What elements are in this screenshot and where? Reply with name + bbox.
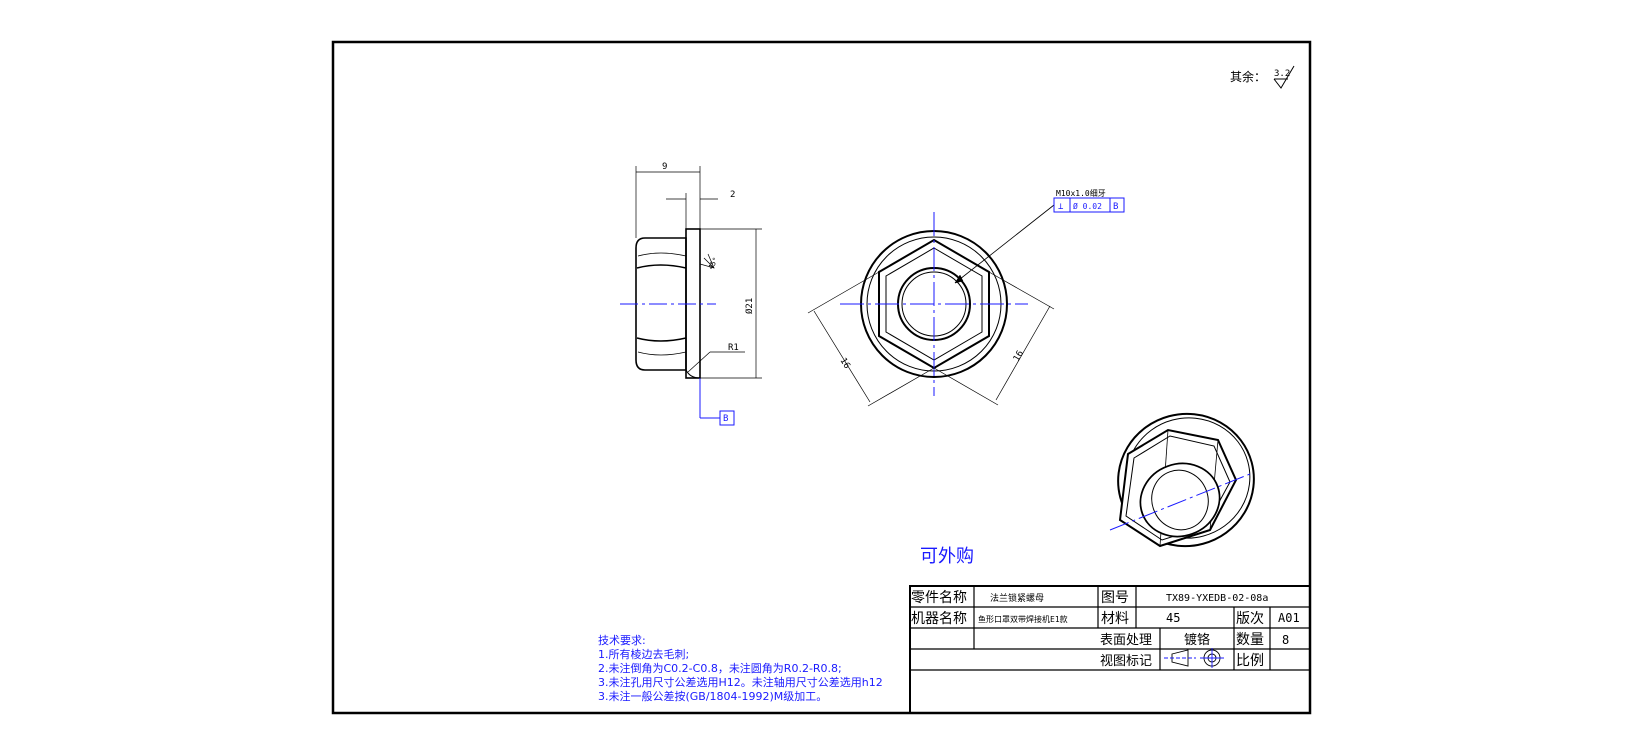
tech-req-title: 技术要求:	[598, 634, 646, 647]
isometric-view	[1109, 412, 1255, 548]
revision-value: A01	[1278, 611, 1300, 625]
material-value: 45	[1166, 611, 1180, 625]
dim-fillet-radius: R1	[728, 343, 739, 353]
roughness-value: 3.2	[1274, 69, 1290, 79]
thread-callout: M10x1.0细牙 ⊥ Ø 0.02 B	[1053, 188, 1125, 213]
tech-req-item: 3.未注孔用尺寸公差选用H12。未注轴用尺寸公差选用h12	[598, 675, 883, 689]
dim-chamfer-angle: 45°	[707, 256, 720, 271]
datum-label-side: B	[723, 414, 728, 424]
side-view	[620, 228, 735, 426]
dim-width-total: 9	[662, 162, 667, 172]
dim-flange-thickness: 2	[730, 190, 735, 200]
projection-symbol-icon	[1164, 648, 1224, 668]
drawing-no-value: TX89-YXEDB-02-08a	[1166, 593, 1268, 604]
machine-name-label: 机器名称	[911, 611, 967, 627]
scale-label: 比例	[1236, 653, 1264, 669]
tech-req-item: 1.所有棱边去毛刺;	[598, 647, 689, 661]
perpendicularity-symbol-icon: ⊥	[1058, 202, 1064, 212]
material-label: 材料	[1101, 611, 1129, 627]
thread-spec: M10x1.0细牙	[1056, 188, 1106, 198]
purchase-note: 可外购	[920, 546, 974, 567]
part-name-value: 法兰锁紧螺母	[990, 592, 1044, 604]
side-view-dimensions	[635, 166, 762, 379]
part-name-label: 零件名称	[911, 590, 967, 606]
view-mark-label: 视图标记	[1100, 654, 1152, 669]
surface-roughness-note: 其余： 3.2	[1230, 65, 1295, 89]
roughness-label: 其余：	[1230, 69, 1266, 84]
quantity-value: 8	[1282, 633, 1289, 647]
roughness-symbol-icon	[1273, 65, 1295, 89]
tech-req-item: 3.未注一般公差按(GB/1804-1992)M级加工。	[598, 689, 827, 703]
dim-across-flats-left: 16	[837, 356, 851, 370]
tech-req-item: 2.未注倒角为C0.2-C0.8，未注圆角为R0.2-R0.8;	[598, 661, 842, 675]
drawing-border	[331, 40, 1312, 715]
tolerance-value: Ø 0.02	[1073, 201, 1102, 211]
dim-flange-diameter: Ø21	[744, 298, 755, 314]
technical-requirements: 技术要求: 1.所有棱边去毛刺; 2.未注倒角为C0.2-C0.8，未注圆角为R…	[598, 634, 883, 703]
drawing-no-label: 图号	[1101, 590, 1129, 606]
surface-treatment-value: 镀铬	[1184, 632, 1210, 648]
revision-label: 版次	[1236, 611, 1264, 627]
dim-across-flats-right: 16	[1012, 349, 1026, 363]
thread-datum: B	[1113, 202, 1118, 212]
surface-treatment-label: 表面处理	[1100, 633, 1152, 648]
front-view	[840, 198, 1055, 396]
machine-name-value: 鱼形口罩双带焊接机E1款	[978, 614, 1068, 624]
title-block	[909, 585, 1311, 714]
front-view-dimensions	[807, 271, 1055, 407]
quantity-label: 数量	[1236, 632, 1264, 648]
